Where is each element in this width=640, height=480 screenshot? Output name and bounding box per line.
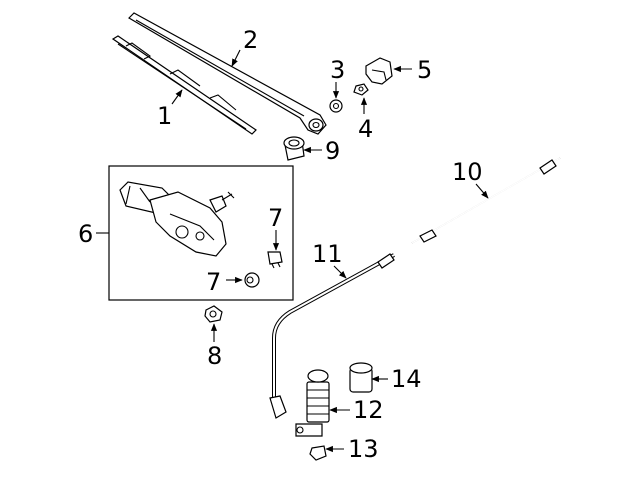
callout-9: 9 xyxy=(325,137,340,165)
bolt-part xyxy=(267,251,283,269)
washer-hose-lower-part xyxy=(269,253,395,419)
pump-grommet-part xyxy=(309,445,327,461)
callout-4: 4 xyxy=(358,115,373,143)
seal-part xyxy=(349,362,373,393)
callout-6: 6 xyxy=(78,220,93,248)
callout-1: 1 xyxy=(157,102,172,130)
lower-nut-part xyxy=(204,305,223,323)
cover-part xyxy=(365,57,393,85)
callout-14: 14 xyxy=(391,365,422,393)
bushing-part xyxy=(244,272,260,288)
callout-12: 12 xyxy=(353,396,384,424)
callout-2: 2 xyxy=(243,26,258,54)
callout-11: 11 xyxy=(312,240,343,268)
callout-10: 10 xyxy=(452,158,483,186)
callout-8: 8 xyxy=(207,342,222,370)
washer-hose-upper-part xyxy=(411,157,561,244)
washer-pump-part xyxy=(295,369,330,437)
cap-part xyxy=(329,99,343,113)
grommet-part xyxy=(283,136,305,161)
callout-5: 5 xyxy=(417,56,432,84)
nut-part xyxy=(353,83,369,96)
callout-3: 3 xyxy=(330,56,345,84)
wiper-blade-part xyxy=(111,35,257,135)
callout-7-upper: 7 xyxy=(268,204,283,232)
callout-7-lower: 7 xyxy=(206,268,221,296)
wiper-arm-part xyxy=(128,12,327,135)
wiper-motor-part xyxy=(119,181,235,257)
callout-13: 13 xyxy=(348,435,379,463)
